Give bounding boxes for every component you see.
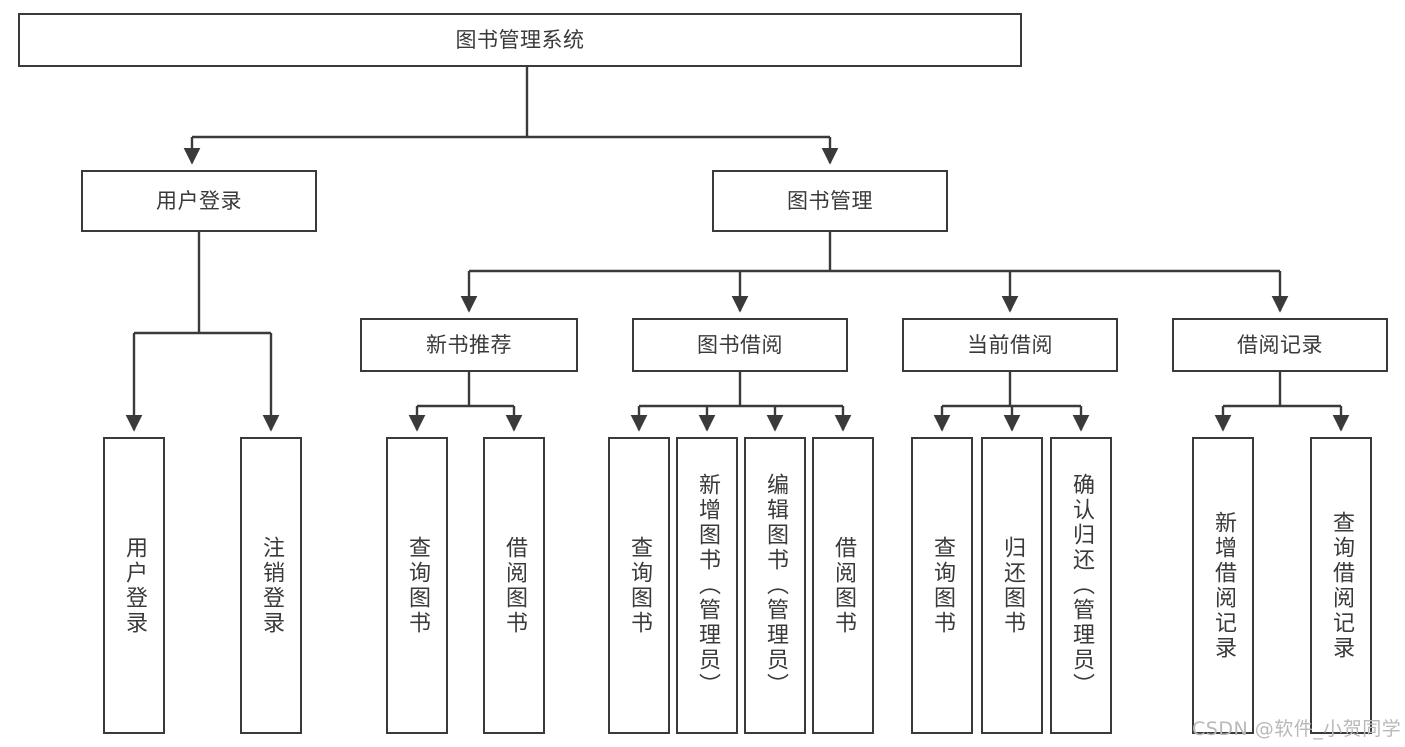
leaf-query-book-current[interactable]: 查询图书 — [911, 437, 973, 734]
leaf-logout[interactable]: 注销登录 — [240, 437, 302, 734]
leaf-query-book-borrow-label: 查询图书 — [627, 535, 652, 636]
leaf-borrow-book[interactable]: 借阅图书 — [812, 437, 874, 734]
node-borrow-record[interactable]: 借阅记录 — [1172, 318, 1388, 372]
node-book-borrow[interactable]: 图书借阅 — [632, 318, 848, 372]
leaf-add-borrow-record[interactable]: 新增借阅记录 — [1192, 437, 1254, 734]
leaf-user-login[interactable]: 用户登录 — [103, 437, 165, 734]
leaf-query-book-recommend[interactable]: 查询图书 — [386, 437, 448, 734]
node-current-borrow-label: 当前借阅 — [967, 332, 1053, 357]
leaf-borrow-book-recommend-label: 借阅图书 — [502, 535, 527, 636]
leaf-logout-label: 注销登录 — [259, 535, 284, 636]
leaf-query-book-current-label: 查询图书 — [930, 535, 955, 636]
leaf-confirm-return-admin-label: 确认归还（管理员） — [1069, 473, 1094, 698]
node-user-login-label: 用户登录 — [156, 188, 242, 213]
leaf-return-book-label: 归还图书 — [1000, 535, 1025, 636]
node-new-book-recommend-label: 新书推荐 — [426, 332, 512, 357]
leaf-borrow-book-label: 借阅图书 — [831, 535, 856, 636]
node-user-login[interactable]: 用户登录 — [81, 170, 317, 232]
leaf-edit-book-admin[interactable]: 编辑图书（管理员） — [744, 437, 806, 734]
node-book-borrow-label: 图书借阅 — [697, 332, 783, 357]
leaf-return-book[interactable]: 归还图书 — [981, 437, 1043, 734]
node-new-book-recommend[interactable]: 新书推荐 — [360, 318, 578, 372]
node-borrow-record-label: 借阅记录 — [1237, 332, 1323, 357]
leaf-edit-book-admin-label: 编辑图书（管理员） — [763, 473, 788, 698]
leaf-confirm-return-admin[interactable]: 确认归还（管理员） — [1050, 437, 1112, 734]
node-current-borrow[interactable]: 当前借阅 — [902, 318, 1118, 372]
leaf-borrow-book-recommend[interactable]: 借阅图书 — [483, 437, 545, 734]
node-book-management[interactable]: 图书管理 — [712, 170, 948, 232]
leaf-query-book-recommend-label: 查询图书 — [405, 535, 430, 636]
leaf-query-borrow-record-label: 查询借阅记录 — [1329, 510, 1354, 661]
leaf-query-borrow-record[interactable]: 查询借阅记录 — [1310, 437, 1372, 734]
node-root-system-label: 图书管理系统 — [455, 27, 585, 52]
node-book-management-label: 图书管理 — [787, 188, 873, 213]
leaf-add-borrow-record-label: 新增借阅记录 — [1211, 510, 1236, 661]
leaf-user-login-label: 用户登录 — [122, 535, 147, 636]
leaf-query-book-borrow[interactable]: 查询图书 — [608, 437, 670, 734]
leaf-add-book-admin[interactable]: 新增图书（管理员） — [676, 437, 738, 734]
node-root-system[interactable]: 图书管理系统 — [18, 13, 1022, 67]
leaf-add-book-admin-label: 新增图书（管理员） — [695, 473, 720, 698]
